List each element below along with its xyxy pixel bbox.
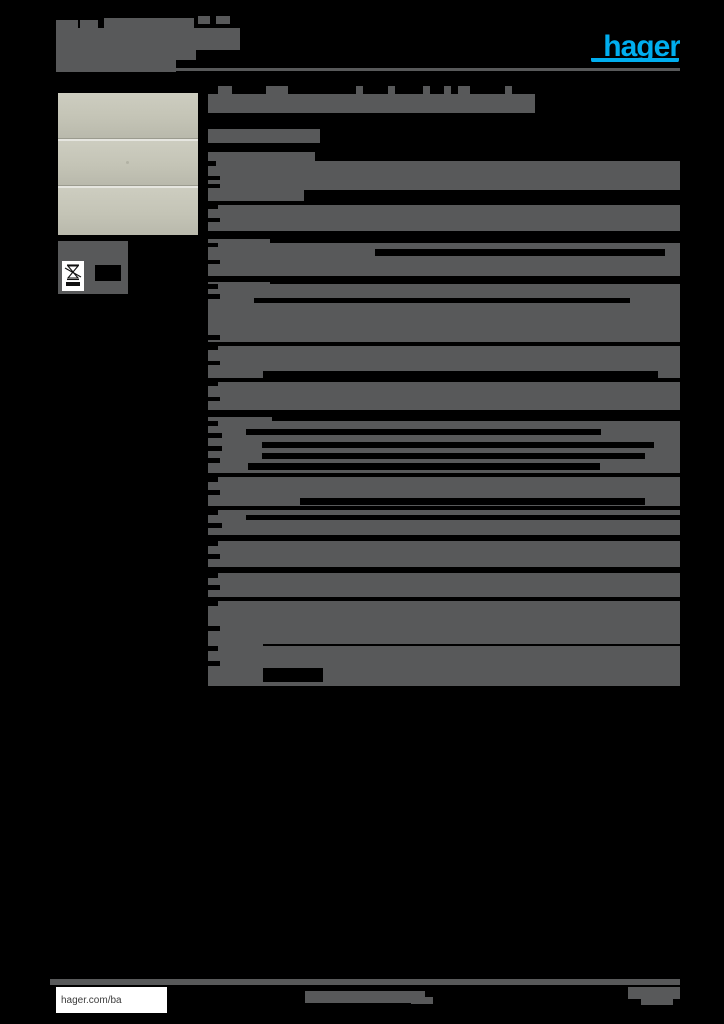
header-title-block-3 xyxy=(56,46,176,72)
product-image-alt: three-rocker wall switch, light beige xyxy=(0,0,1,1)
table-row: [redacted] xyxy=(208,510,680,535)
section-label-1: [redacted] xyxy=(208,152,315,161)
weee-caption: [redacted] xyxy=(58,258,59,259)
table-row: [redacted] xyxy=(208,205,680,231)
header-code-block-2 xyxy=(80,20,98,30)
table-row: [redacted] xyxy=(208,243,680,276)
footer-url-text: hager.com/ba xyxy=(61,994,122,1006)
header-title-block-4 xyxy=(176,48,196,60)
page-subtitle: [redacted] xyxy=(208,129,320,143)
secondary-icon: [redacted] xyxy=(95,265,121,281)
page-title: [redacted] xyxy=(208,94,535,113)
table-row: [redacted] xyxy=(208,573,680,597)
table-row: [redacted] xyxy=(208,601,680,644)
footer-note-tail xyxy=(411,997,433,1004)
page-header: [redacted] [redacted] hager xyxy=(56,14,680,74)
footer-note: [redacted] xyxy=(305,991,425,1003)
footer-divider xyxy=(50,979,680,985)
header-divider xyxy=(56,68,680,71)
header-code-block-1 xyxy=(56,20,78,30)
header-title-block-1 xyxy=(104,18,194,30)
header-title-tick-1 xyxy=(198,16,210,24)
header-product-title: [redacted] xyxy=(56,14,57,15)
header-title-tick-2 xyxy=(216,16,230,24)
footer-url-link[interactable]: hager.com/ba xyxy=(56,987,167,1013)
product-image-marker xyxy=(126,161,129,164)
table-row: [redacted] xyxy=(208,284,680,342)
product-image xyxy=(58,93,198,235)
hager-logo-swoosh xyxy=(591,58,679,62)
header-product-code: [redacted] xyxy=(56,14,57,15)
hager-logo: hager xyxy=(588,32,680,62)
icon-caption-redaction xyxy=(58,241,128,261)
hager-logo-text: hager xyxy=(603,32,680,62)
footer-page-number-tail xyxy=(641,996,673,1005)
header-title-block-2 xyxy=(56,28,240,50)
table-row: [redacted] xyxy=(208,541,680,567)
secondary-icon-label: [redacted] xyxy=(95,265,96,266)
specification-table: [redacted] [redacted] [redacted] [redact… xyxy=(208,86,680,696)
table-row: [redacted] xyxy=(208,382,680,410)
weee-icon xyxy=(62,261,84,291)
